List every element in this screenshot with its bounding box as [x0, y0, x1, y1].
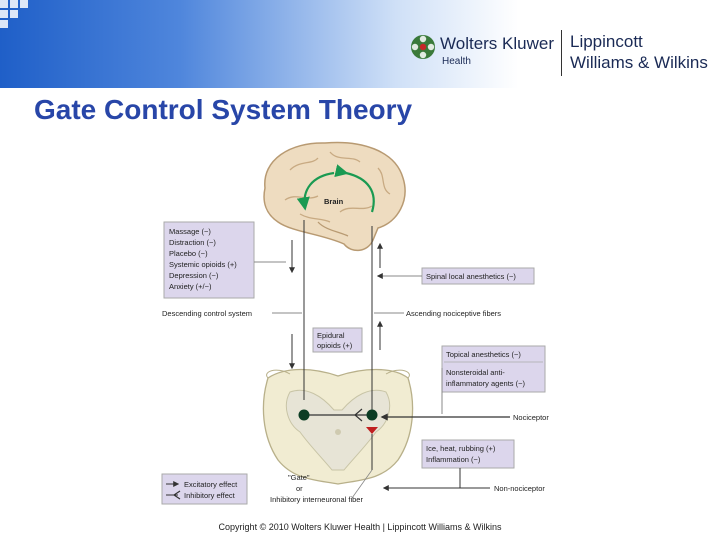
legend-excitatory-label: Excitatory effect — [184, 480, 238, 489]
ice-heat-box — [421, 439, 515, 469]
legend-inhibitory-marker — [172, 490, 181, 500]
spinal-cord-cross-section — [262, 368, 414, 485]
copyright-footer: Copyright © 2010 Wolters Kluwer Health |… — [218, 522, 502, 532]
epidural-opioids-box — [312, 327, 363, 353]
gate-label-line3: Inhibitory interneuronal fiber — [270, 495, 363, 504]
banner-decor-square — [20, 0, 28, 8]
legend-box — [161, 473, 248, 505]
transmission-cell-node — [366, 409, 378, 421]
brain-feedback-arrow-right — [334, 164, 375, 213]
imprint-line-2: Williams & Wilkins — [570, 53, 708, 72]
wolters-kluwer-logo: Wolters Kluwer Health — [410, 32, 570, 72]
banner-decor-square — [0, 0, 8, 8]
nsaid-line2: inflammatory agents (−) — [446, 379, 525, 388]
modulator-systemic-opioids: Systemic opioids (+) — [169, 260, 237, 269]
gate-label-leader — [351, 469, 373, 499]
modulator-placebo: Placebo (−) — [169, 249, 208, 258]
banner-decor-square — [0, 10, 8, 18]
spinal-anesthetics-label: Spinal local anesthetics (−) — [426, 272, 516, 281]
non-nociceptor-fiber — [459, 468, 490, 489]
legend-inhibitory-label: Inhibitory effect — [184, 491, 236, 500]
non-nociceptor-label: Non-nociceptor — [494, 484, 545, 493]
modulator-distraction: Distraction (−) — [169, 238, 216, 247]
inflammation-label: Inflammation (−) — [426, 455, 481, 464]
nociceptor-label: Nociceptor — [513, 413, 549, 422]
nsaid-line1: Nonsteroidal anti- — [446, 368, 505, 377]
epidural-opioids-line1: Epidural — [317, 331, 345, 340]
banner-decor-square — [10, 10, 18, 18]
dorsal-horn-node-left — [298, 409, 310, 421]
gate-inhibit-open-arrow — [354, 408, 363, 422]
modulators-box — [163, 221, 255, 299]
header-banner — [0, 0, 720, 88]
modulator-massage: Massage (−) — [169, 227, 211, 236]
banner-decor-square — [0, 20, 8, 28]
publisher-name: Wolters Kluwer — [440, 34, 554, 53]
descending-control-label: Descending control system — [162, 309, 252, 318]
gate-label-line1: "Gate" — [288, 473, 310, 482]
ascending-fibers-label: Ascending nociceptive fibers — [406, 309, 501, 318]
wolters-kluwer-logo-icon — [411, 35, 435, 59]
gate-label-line2: or — [296, 484, 303, 493]
modulator-anxiety: Anxiety (+/−) — [169, 282, 212, 291]
brain-feedback-arrow-left — [296, 171, 335, 211]
gate-inhibitory-marker — [366, 427, 378, 434]
slide-title: Gate Control System Theory — [34, 94, 413, 125]
epidural-opioids-line2: opioids (+) — [317, 341, 353, 350]
publisher-division: Health — [442, 56, 471, 67]
banner-decor-square — [10, 0, 18, 8]
modulator-depression: Depression (−) — [169, 271, 219, 280]
logo-divider — [561, 30, 562, 76]
ice-heat-label: Ice, heat, rubbing (+) — [426, 444, 496, 453]
imprint-line-1: Lippincott — [570, 32, 643, 51]
brain — [263, 141, 406, 252]
topical-anesthetics-label: Topical anesthetics (−) — [446, 350, 521, 359]
brain-label: Brain — [324, 197, 344, 206]
